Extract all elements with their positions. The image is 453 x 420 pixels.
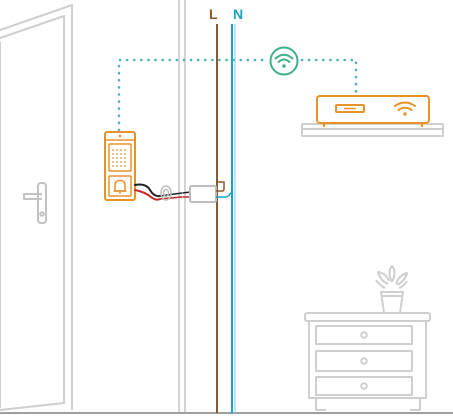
speaker-grille xyxy=(112,149,126,167)
bell-icon xyxy=(113,179,127,194)
door-panel xyxy=(0,15,65,411)
chest-leg xyxy=(410,398,421,411)
neutral-wire-label: N xyxy=(233,6,244,22)
drawer xyxy=(315,350,413,372)
doorbell-cable xyxy=(134,183,183,201)
wireless-link xyxy=(117,58,358,132)
router-icon xyxy=(316,95,430,127)
door-handle-icon xyxy=(23,182,47,224)
chest-leg xyxy=(315,398,326,411)
drawer xyxy=(315,325,413,345)
wifi-icon xyxy=(269,46,299,76)
chime-receiver-icon xyxy=(182,181,233,203)
drawer-knob xyxy=(360,331,368,339)
chest-body xyxy=(308,320,427,399)
video-doorbell-icon xyxy=(104,131,136,201)
chest-top xyxy=(304,312,431,322)
door xyxy=(0,4,73,411)
wall xyxy=(178,0,186,413)
door-frame xyxy=(0,4,73,410)
drawer xyxy=(315,376,413,396)
potted-plant-icon xyxy=(375,265,408,314)
drawer-knob xyxy=(360,357,368,365)
drawer-knob xyxy=(360,382,368,390)
chest-of-drawers xyxy=(304,312,431,411)
live-wire-label: L xyxy=(209,6,218,22)
wall-cable-grommet xyxy=(160,185,172,201)
